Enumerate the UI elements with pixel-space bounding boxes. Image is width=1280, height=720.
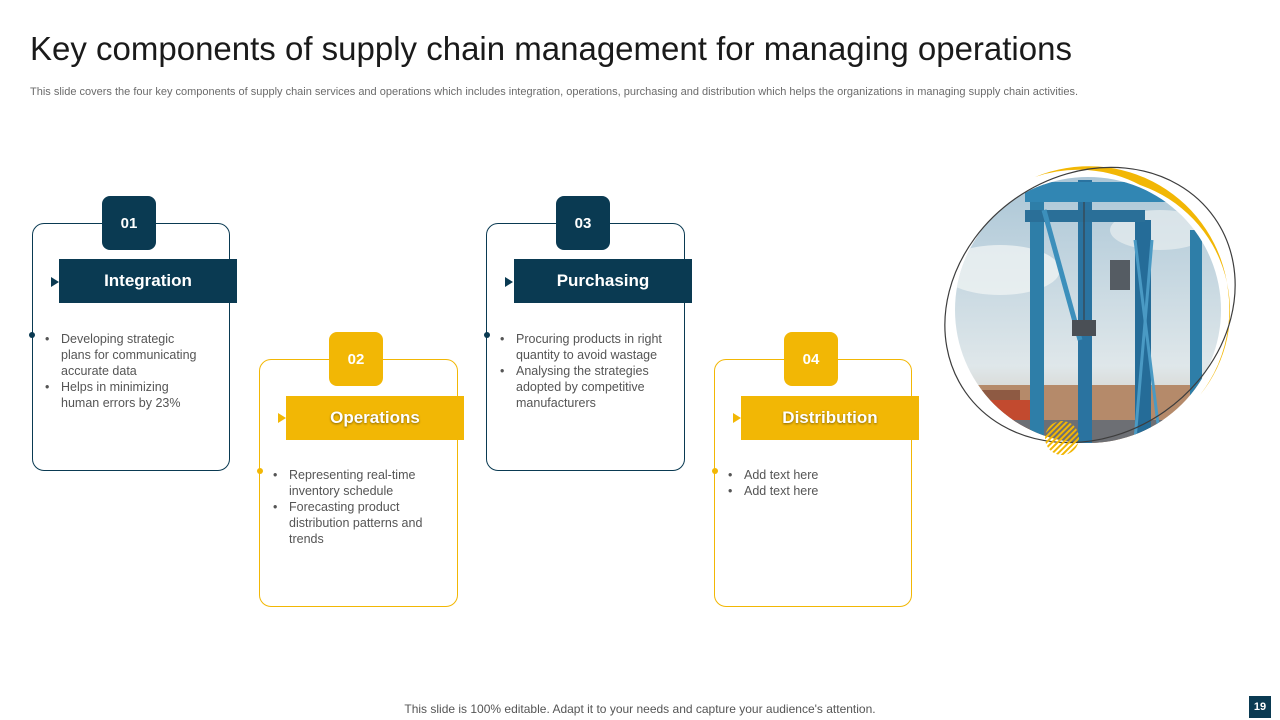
bullet-item: Helps in minimizing human errors by 23%	[45, 379, 205, 411]
crane-photo-circle	[930, 150, 1250, 460]
bullet-item: Forecasting product distribution pattern…	[273, 499, 438, 547]
component-title: Distribution	[741, 396, 919, 440]
component-title: Operations	[286, 396, 464, 440]
bullet-item: Procuring products in right quantity to …	[500, 331, 675, 363]
component-bullets: Add text here Add text here	[728, 467, 893, 499]
bullet-item: Add text here	[728, 483, 893, 499]
component-bullets: Representing real-time inventory schedul…	[273, 467, 438, 547]
component-title: Purchasing	[514, 259, 692, 303]
component-bullets: Developing strategic plans for communica…	[45, 331, 205, 411]
component-number: 04	[784, 332, 838, 386]
bullet-item: Analysing the strategies adopted by comp…	[500, 363, 675, 411]
port-crane-illustration	[944, 166, 1236, 455]
page-number: 19	[1249, 696, 1271, 718]
bullet-item: Developing strategic plans for communica…	[45, 331, 205, 379]
slide-title: Key components of supply chain managemen…	[30, 30, 1072, 67]
slide-subtitle: This slide covers the four key component…	[30, 86, 1079, 98]
bullet-dot-icon	[712, 468, 718, 474]
slide-footer: This slide is 100% editable. Adapt it to…	[404, 702, 876, 716]
component-number: 01	[102, 196, 156, 250]
bullet-dot-icon	[29, 332, 35, 338]
arrow-right-icon	[51, 277, 59, 287]
component-title: Integration	[59, 259, 237, 303]
bullet-item: Add text here	[728, 467, 893, 483]
component-bullets: Procuring products in right quantity to …	[500, 331, 675, 411]
bullet-dot-icon	[484, 332, 490, 338]
arrow-right-icon	[278, 413, 286, 423]
component-number: 03	[556, 196, 610, 250]
component-number: 02	[329, 332, 383, 386]
bullet-dot-icon	[257, 468, 263, 474]
bullet-item: Representing real-time inventory schedul…	[273, 467, 438, 499]
arrow-right-icon	[733, 413, 741, 423]
arrow-right-icon	[505, 277, 513, 287]
